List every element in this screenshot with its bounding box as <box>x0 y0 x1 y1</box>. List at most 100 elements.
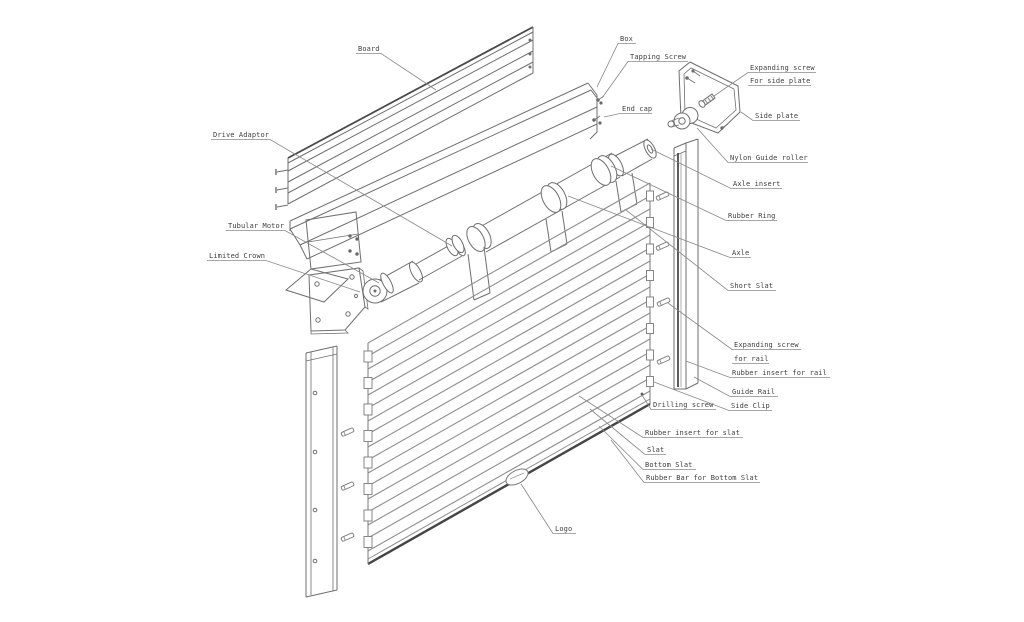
label-side-plate: Side plate <box>740 111 800 121</box>
label-box: Box <box>596 35 636 88</box>
logo-mark <box>509 472 525 480</box>
curtain-slat-line <box>367 286 651 448</box>
short-slat-1 <box>467 246 491 301</box>
label-axle-text: Axle <box>732 249 749 257</box>
label-nylon-guide-roller: Nylon Guide roller <box>696 127 808 163</box>
label-guide-rail-text: Guide Rail <box>732 388 775 396</box>
label-nylon-guide-roller-text: Nylon Guide roller <box>730 154 808 162</box>
expanding-screw <box>656 355 671 365</box>
label-guide-rail: Guide Rail <box>693 376 778 397</box>
nylon-guide-roller <box>667 107 699 130</box>
axle-insert-part <box>614 138 657 177</box>
leader-expanding-screw-side-plate <box>713 72 816 97</box>
label-drive-adaptor-text: Drive Adaptor <box>213 131 269 139</box>
curtain-slat-line <box>367 221 651 383</box>
slat-lines <box>367 195 651 552</box>
label-board-text: Board <box>358 45 380 53</box>
left-guide-rail-part <box>305 345 355 598</box>
leader-rubber-insert-slat <box>578 395 743 438</box>
label-expanding-screw-rail-text2: for rail <box>734 355 769 363</box>
curtain-slat-line <box>367 273 651 435</box>
label-slat: Slat <box>589 408 666 455</box>
label-board: Board <box>356 45 437 91</box>
rubber-ring-2 <box>540 182 568 213</box>
left-side-clips <box>363 350 373 548</box>
label-rubber-ring: Rubber Ring <box>610 165 777 221</box>
curtain-slat-line <box>367 338 651 500</box>
motor-bracket-part <box>284 211 362 303</box>
side-plate-part <box>667 61 741 134</box>
label-rubber-insert-rail-text: Rubber insert for rail <box>732 369 827 377</box>
leader-guide-rail <box>693 376 778 397</box>
curtain-slat-line <box>367 299 651 461</box>
rubber-ring-1 <box>466 223 492 252</box>
side-clip-right <box>646 296 654 308</box>
side-clip-left <box>363 509 373 522</box>
side-clip-left <box>363 483 373 495</box>
label-slat-text: Slat <box>647 446 664 454</box>
label-tapping-screw: Tapping Screw <box>601 53 688 99</box>
label-rubber-insert-rail: Rubber insert for rail <box>685 360 830 378</box>
side-clip-left <box>363 456 373 469</box>
leader-bottom-slat <box>598 425 696 470</box>
leader-drive-adaptor <box>211 139 453 247</box>
expanding-screw-side-plate <box>698 93 716 108</box>
expanding-screw <box>340 532 355 542</box>
label-short-slat: Short Slat <box>625 209 776 291</box>
side-clip-right <box>646 190 654 202</box>
label-box-text: Box <box>620 35 633 43</box>
curtain-slat-line <box>367 195 651 357</box>
label-tubular-motor: Tubular Motor <box>226 222 380 284</box>
curtain-part <box>363 182 654 566</box>
leader-board <box>356 53 437 91</box>
right-side-clips <box>646 190 654 387</box>
leader-tapping-screw <box>601 61 688 99</box>
leader-box <box>596 43 636 88</box>
label-side-plate-text: Side plate <box>755 112 798 120</box>
leader-rubber-ring <box>610 165 777 221</box>
label-bottom-slat-text: Bottom Slat <box>645 461 692 469</box>
leader-short-slat <box>625 209 776 291</box>
label-short-slat-text: Short Slat <box>730 282 773 290</box>
label-tapping-screw-text: Tapping Screw <box>630 53 687 61</box>
side-clip-left <box>363 377 373 389</box>
axle-part <box>466 138 657 253</box>
label-tubular-motor-text: Tubular Motor <box>228 222 284 230</box>
label-bottom-slat: Bottom Slat <box>598 425 696 470</box>
curtain-slat-line <box>367 260 651 422</box>
side-clip-left <box>363 350 373 363</box>
label-limited-crown-text: Limited Crown <box>209 252 265 260</box>
label-expanding-screw-rail: Expanding screw for rail <box>667 302 801 364</box>
side-clip-right <box>646 323 654 334</box>
label-drilling-screw-text: Drilling screw <box>653 401 714 409</box>
curtain-slat-line <box>367 234 651 396</box>
label-axle-insert: Axle insert <box>650 148 782 189</box>
leader-nylon-guide-roller <box>696 127 808 163</box>
leader-slat <box>589 408 666 455</box>
label-rubber-bar-bottom-slat-text: Rubber Bar for Bottom Slat <box>646 474 758 482</box>
rubber-ring-3 <box>590 155 618 186</box>
side-clip-right <box>646 270 654 281</box>
label-rubber-bar-bottom-slat: Rubber Bar for Bottom Slat <box>610 439 760 483</box>
label-logo-text: Logo <box>555 525 572 533</box>
side-clip-right <box>646 349 654 361</box>
label-rubber-insert-slat-text: Rubber insert for slat <box>645 429 740 437</box>
label-logo: Logo <box>520 483 576 534</box>
leader-tubular-motor <box>226 230 380 284</box>
leader-logo <box>520 483 576 534</box>
board-part <box>275 26 534 210</box>
label-limited-crown: Limited Crown <box>207 252 361 293</box>
label-expanding-screw-side-plate-text1: Expanding screw <box>750 64 815 72</box>
side-clip-left <box>363 403 373 416</box>
label-drive-adaptor: Drive Adaptor <box>211 131 453 247</box>
label-expanding-screw-rail-text1: Expanding screw <box>734 341 799 349</box>
drilling-screw-dot <box>640 392 644 396</box>
label-side-clip-text: Side Clip <box>731 402 770 410</box>
labels: Board Box Tapping Screw End cap Expandin… <box>207 35 830 534</box>
label-end-cap-text: End cap <box>622 105 652 113</box>
leader-rubber-bar-bottom-slat <box>610 439 760 483</box>
tubular-motor-part <box>362 234 466 304</box>
label-axle: Axle <box>567 195 751 258</box>
